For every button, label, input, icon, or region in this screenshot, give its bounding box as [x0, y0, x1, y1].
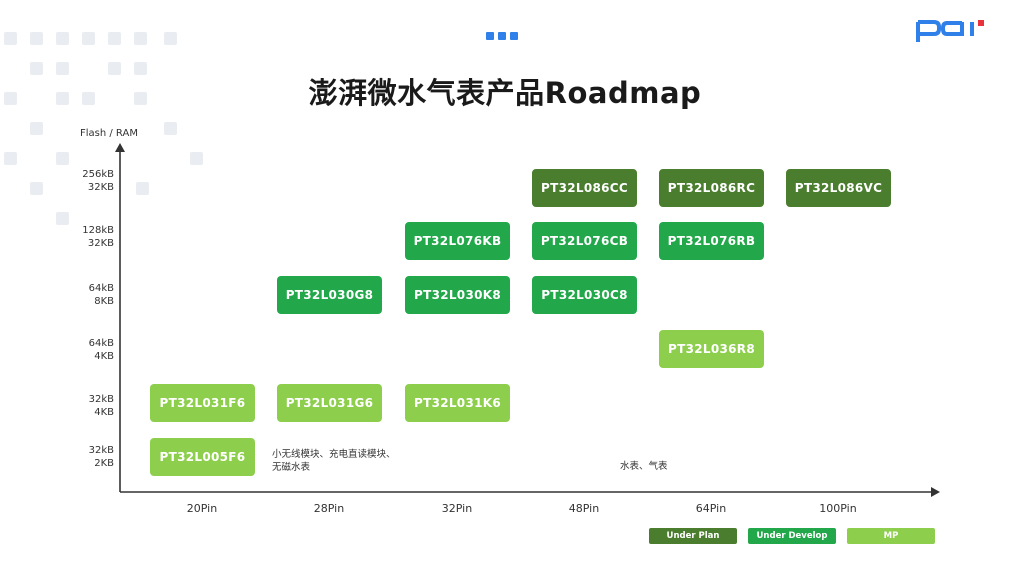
x-axis-arrow [931, 487, 940, 497]
product-chip-pt32l086rc: PT32L086RC [659, 169, 764, 207]
product-chip-pt32l030k8: PT32L030K8 [405, 276, 510, 314]
product-chip-pt32l086cc: PT32L086CC [532, 169, 637, 207]
product-chip-pt32l030c8: PT32L030C8 [532, 276, 637, 314]
product-chip-pt32l036r8: PT32L036R8 [659, 330, 764, 368]
product-chip-pt32l031f6: PT32L031F6 [150, 384, 255, 422]
legend-under-plan: Under Plan [649, 528, 737, 544]
page-title: 澎湃微水气表产品Roadmap [308, 76, 702, 110]
brand-logo [916, 20, 984, 42]
y-tick-label: 256kB 32KB [82, 169, 114, 193]
product-chip-pt32l076cb: PT32L076CB [532, 222, 637, 260]
x-tick-label: 20Pin [186, 502, 218, 515]
y-tick-label: 64kB 4KB [88, 338, 114, 362]
y-tick-label: 64kB 8KB [88, 283, 114, 307]
x-tick-label: 48Pin [568, 502, 600, 515]
product-chip-pt32l076kb: PT32L076KB [405, 222, 510, 260]
product-chip-pt32l031g6: PT32L031G6 [277, 384, 382, 422]
x-tick-label: 64Pin [695, 502, 727, 515]
y-tick-label: 32kB 4KB [88, 394, 114, 418]
annotation-meters: 水表、气表 [620, 461, 668, 472]
annotation-applications: 小无线模块、充电直读模块、 无磁水表 [272, 449, 396, 473]
x-tick-label: 100Pin [819, 502, 857, 515]
product-chip-pt32l076rb: PT32L076RB [659, 222, 764, 260]
legend-under-develop: Under Develop [748, 528, 836, 544]
y-tick-label: 32kB 2KB [88, 445, 114, 469]
header-dots [486, 32, 518, 40]
product-chip-pt32l030g8: PT32L030G8 [277, 276, 382, 314]
x-tick-label: 28Pin [313, 502, 345, 515]
y-axis-arrow [115, 143, 125, 152]
product-chip-pt32l031k6: PT32L031K6 [405, 384, 510, 422]
y-tick-label: 128kB 32KB [82, 225, 114, 249]
legend-mp: MP [847, 528, 935, 544]
x-tick-label: 32Pin [441, 502, 473, 515]
y-axis-title: Flash / RAM [80, 128, 138, 139]
product-chip-pt32l086vc: PT32L086VC [786, 169, 891, 207]
product-chip-pt32l005f6: PT32L005F6 [150, 438, 255, 476]
